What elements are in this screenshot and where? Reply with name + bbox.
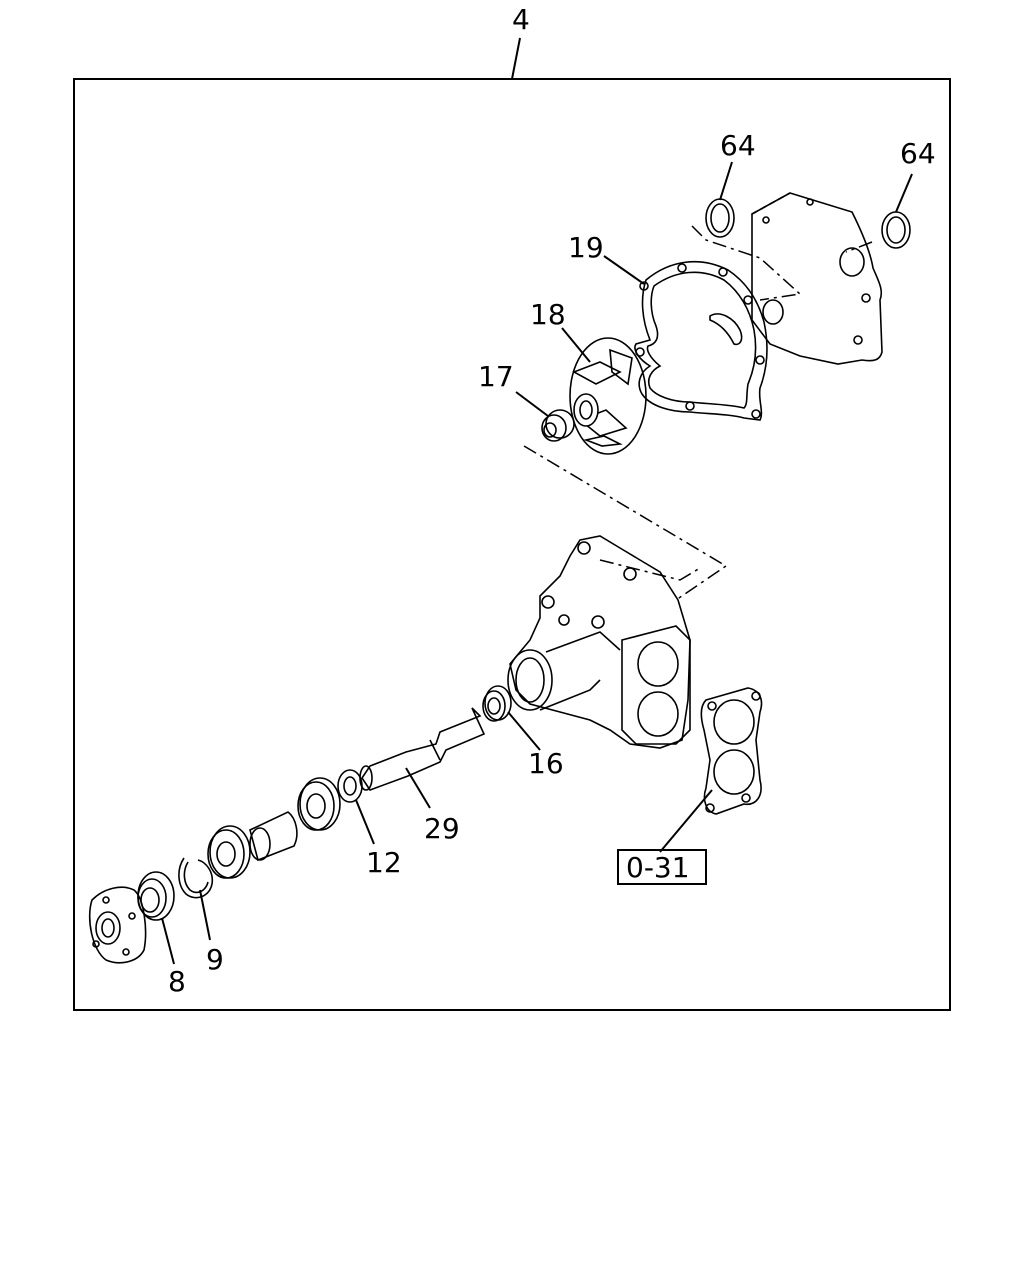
callout-18: 18 bbox=[530, 298, 566, 331]
cover-plate bbox=[751, 192, 883, 365]
assembly-frame bbox=[73, 78, 951, 1011]
reference-box bbox=[617, 849, 707, 885]
callout-16: 16 bbox=[528, 747, 564, 780]
o-ring-left bbox=[705, 198, 735, 238]
leader-4 bbox=[511, 37, 521, 80]
callout-9: 9 bbox=[206, 943, 224, 976]
snap-ring bbox=[178, 857, 214, 899]
callout-64-left: 64 bbox=[720, 129, 756, 162]
callout-8: 8 bbox=[168, 965, 186, 998]
callout-19: 19 bbox=[568, 231, 604, 264]
pulley-flange bbox=[88, 886, 147, 964]
outlet-gasket bbox=[700, 687, 763, 815]
large-bearing-front bbox=[297, 777, 341, 831]
spacer-sleeve bbox=[249, 811, 298, 862]
impeller bbox=[569, 337, 647, 455]
pump-shaft bbox=[359, 707, 486, 791]
callout-0-31: 0-31 bbox=[626, 851, 690, 884]
callout-4: 4 bbox=[512, 3, 530, 36]
callout-64-right: 64 bbox=[900, 137, 936, 170]
pump-housing bbox=[507, 535, 701, 749]
washer bbox=[337, 769, 363, 803]
callout-17: 17 bbox=[478, 360, 514, 393]
mechanical-seal bbox=[541, 409, 575, 442]
small-bearing bbox=[482, 685, 512, 722]
large-bearing-rear bbox=[207, 825, 251, 879]
o-ring-right bbox=[881, 211, 911, 249]
gasket bbox=[634, 260, 768, 421]
callout-29: 29 bbox=[424, 812, 460, 845]
callout-12: 12 bbox=[366, 846, 402, 879]
